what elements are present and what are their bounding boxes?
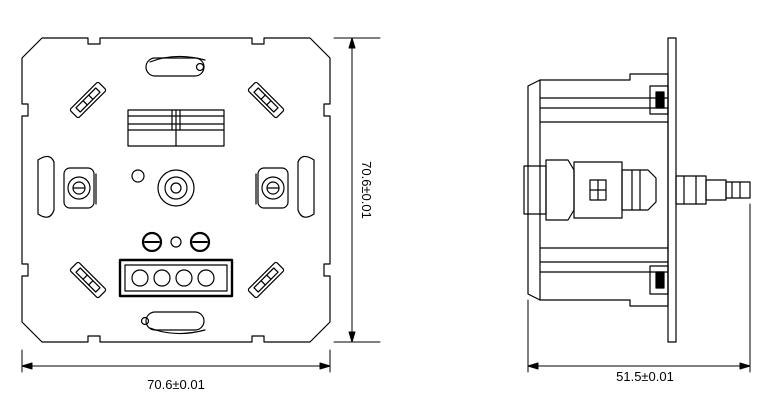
side-depth-label: 51.5±0.01 <box>616 369 674 384</box>
front-width-dimension <box>21 349 331 373</box>
side-front-plate <box>667 37 677 343</box>
front-height-dimension <box>333 37 381 343</box>
indicator-hole <box>131 169 145 183</box>
clip-bottom-left <box>69 261 107 299</box>
terminal-block <box>118 258 234 298</box>
clip-top-left <box>69 81 107 119</box>
clip-top-right <box>247 81 285 119</box>
side-bottom-clip <box>649 265 669 295</box>
front-width-label: 70.6±0.01 <box>147 377 205 392</box>
left-screw-mount <box>37 155 97 218</box>
bottom-mounting-slot <box>140 311 206 335</box>
clip-bottom-right <box>247 261 285 299</box>
front-height-label: 70.6±0.01 <box>359 161 374 219</box>
side-shaft <box>675 175 751 205</box>
side-depth-dimension <box>527 203 751 373</box>
rotary-shaft <box>157 169 195 207</box>
front-view: 70.6±0.01 70.6±0.01 <box>21 37 381 392</box>
right-screw-mount <box>255 155 315 218</box>
side-view: 51.5±0.01 <box>523 37 751 384</box>
side-mechanism <box>523 159 657 221</box>
front-plate-outline <box>21 37 331 343</box>
side-top-clip <box>649 85 669 115</box>
top-connector-block <box>127 109 225 147</box>
adjustment-screws <box>141 231 211 253</box>
side-body <box>527 73 669 307</box>
side-body-ribs <box>539 97 669 273</box>
top-mounting-slot <box>145 55 206 77</box>
